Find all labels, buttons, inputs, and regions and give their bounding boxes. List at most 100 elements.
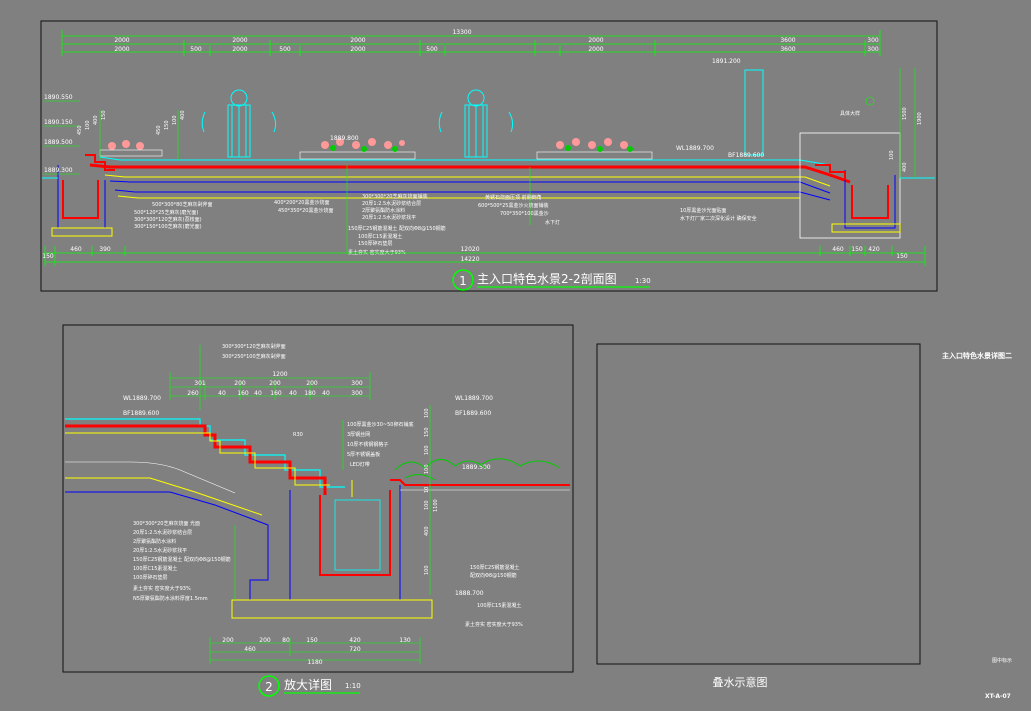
detail-pipe-note-5: LED灯带: [350, 461, 370, 468]
dim-row1-1: 2000: [114, 37, 129, 44]
note-sfr-2: 水下灯厂家二次深化设计 确保安全: [680, 215, 757, 222]
detail-bdim-b1: 460: [244, 646, 256, 653]
note-sc-8: 素土夯实 密实度大于93%: [348, 249, 406, 256]
detail-bf-left: BF1889.600: [123, 410, 159, 417]
detail-left-note-8: 素土夯实 密实度大于93%: [133, 585, 191, 592]
dim-row1-5: 3600: [780, 37, 795, 44]
section-layers: [89, 156, 851, 201]
dim-row1-6: 300: [867, 37, 879, 44]
detail-rh-1: 100: [424, 408, 430, 418]
note-sc-3: 2厚聚氨酯防水涂料: [362, 207, 405, 214]
top-water-line: [99, 156, 831, 166]
detail-bdim-a4: 150: [306, 637, 318, 644]
detail-r30: R30: [293, 432, 303, 438]
detail-wl-right: WL1889.700: [455, 395, 493, 402]
sheet-side-title: 主入口特色水景详图二: [942, 351, 1012, 360]
dim-row2-9: 300: [867, 46, 879, 53]
bottom-right-4: 150: [896, 253, 908, 260]
detail-bottom-dims: [209, 637, 421, 664]
section-scale: 1:30: [635, 277, 651, 285]
dim-row2-labels: 2000 500 2000 500 2000 500 2000 3600 300: [114, 46, 879, 53]
detail-dim-a4: 200: [306, 380, 318, 387]
note-sc-6: 100厚C15素混凝土: [358, 233, 402, 240]
detail-pipe-notes: 100厚黑金沙30~50卵石铺底 3厚钢丝网 10厚不锈钢钢格子 5厚不锈钢盖板…: [342, 420, 413, 470]
detail-bdim-b2: 720: [349, 646, 361, 653]
detail-dim-a1: 301: [194, 380, 206, 387]
detail-bf-right: BF1889.600: [455, 410, 491, 417]
dim-row2-1: 2000: [114, 46, 129, 53]
bottom-right-2: 150: [851, 246, 863, 253]
schematic-title: 叠水示意图: [713, 675, 768, 689]
yellow-base-line: [117, 195, 800, 199]
detail-br-note-2: 配双向Φ8@150钢筋: [470, 572, 517, 579]
detail-left-notes: 300*300*20芝麻灰烧面 光面 20厚1:2.5水泥砂浆结合层 2厚聚氨酯…: [133, 520, 236, 602]
detail-rh-2: 150: [424, 427, 430, 437]
detail-br-note-1: 150厚C25钢筋混凝土: [470, 564, 519, 571]
section-notes-far-right: 10厚黑金沙光面贴面 水下灯厂家二次深化设计 确保安全: [680, 207, 757, 222]
sheet-tiny-note: 图中标示: [992, 657, 1012, 664]
vdim-center-1: 450: [156, 125, 162, 135]
detail-title: 放大详图: [284, 677, 332, 692]
detail-dim-a2: 200: [234, 380, 246, 387]
section-notes-right: 黄锈石烧面压顶 前侧倒角 600*500*25黑金沙火烧面铺装 700*350*…: [478, 167, 560, 226]
detail-left-note-4: 20厚1:2.5水泥砂浆找平: [133, 547, 187, 554]
detail-right-dims: 100 150 100 100 10 100 400 100 1100: [424, 405, 439, 595]
detail-vegetation: [394, 458, 561, 481]
detail-rh-4: 100: [424, 464, 430, 474]
section-number-circle: [452, 269, 474, 291]
vdim-left-3: 400: [93, 115, 99, 125]
detail-left-note-6: 100厚C15素混凝土: [133, 565, 177, 572]
callout-label: 具体大样: [840, 110, 860, 117]
blue-slab-bottom: [114, 189, 831, 201]
note-sr-1: 黄锈石烧面压顶 前侧倒角: [485, 194, 542, 201]
section-levels: 1890.550 1890.150 1889.500 1889.300 1889…: [44, 58, 764, 175]
left-pool: [42, 154, 115, 237]
detail-left-note-9: N5厚聚氨酯防水涂料厚度1.5mm: [133, 595, 208, 602]
bottom-left-3: 390: [99, 246, 111, 253]
detail-bottom-right-notes: 150厚C25钢筋混凝土 配双向Φ8@150钢筋 100厚C15素混凝土 素土夯…: [465, 564, 523, 628]
level-1890-150: 1890.150: [44, 119, 73, 126]
detail-dim-a3: 200: [269, 380, 281, 387]
detail-level-ground: 1889.500: [462, 464, 491, 471]
detail-br-note-3: 100厚C15素混凝土: [477, 602, 521, 609]
detail-top-notes: 300*300*120芝麻灰剁斧面 300*250*100芝麻灰剁斧面: [199, 343, 286, 410]
dim-row1-2: 2000: [232, 37, 247, 44]
detail-dim-b3: 160: [237, 390, 249, 397]
note-sl-2: 500*120*25芝麻灰(磨光面): [134, 209, 198, 216]
detail-dim-b8: 40: [322, 390, 330, 397]
detail-top-note-2: 300*250*100芝麻灰剁斧面: [222, 353, 286, 360]
bottom-total-dim: 14220: [460, 256, 479, 263]
detail-dim-b6: 40: [289, 390, 297, 397]
note-sr-3: 700*350*100黑金沙: [500, 210, 549, 217]
section-frame: [40, 20, 938, 292]
fountain-sculpture-left: [201, 89, 277, 158]
note-sc-5: 150厚C25钢筋混凝土 配双向Φ8@150钢筋: [348, 225, 446, 232]
detail-bdim-total: 1180: [307, 659, 322, 666]
note-sfr-1: 10厚黑金沙光面贴面: [680, 207, 726, 214]
section-right-dims: 1500 1900 400 100 具体大样: [840, 68, 923, 178]
vdim-center-3: 100: [172, 115, 178, 125]
vdim-left-4: 150: [101, 110, 107, 120]
detail-left-note-5: 150厚C25钢筋混凝土 配双向Φ8@150钢筋: [133, 556, 231, 563]
detail-dim-b7: 180: [304, 390, 316, 397]
blue-slab-top: [109, 180, 831, 194]
section-number: 1: [459, 274, 467, 288]
detail-bdim-a5: 420: [349, 637, 361, 644]
rdim-4: 100: [889, 150, 895, 160]
note-scl-2: 450*350*20黑金沙烧面: [278, 207, 333, 214]
note-sl-1: 500*300*80芝麻灰剁斧面: [152, 201, 212, 208]
detail-dim-b5: 160: [270, 390, 282, 397]
note-sr-4: 水下灯: [545, 219, 560, 226]
level-wl: WL1889.700: [676, 145, 714, 152]
section-title: 主入口特色水景2-2剖面图: [477, 271, 617, 286]
level-planter-top: 1889.800: [330, 135, 359, 142]
dim-row2-6: 500: [426, 46, 438, 53]
detail-left-note-2: 20厚1:2.5水泥砂浆结合层: [133, 529, 192, 536]
schematic-frame: [596, 343, 921, 665]
dim-overall-top: 13300: [452, 29, 471, 36]
sheet-id: XT-A-07: [985, 693, 1011, 700]
detail-level-bottom: 1888.700: [455, 590, 484, 597]
dim-row1-labels: 2000 2000 2000 2000 3600 300: [114, 37, 879, 44]
detail-bdim-a2: 200: [259, 637, 271, 644]
detail-rh-8: 100: [424, 565, 430, 575]
